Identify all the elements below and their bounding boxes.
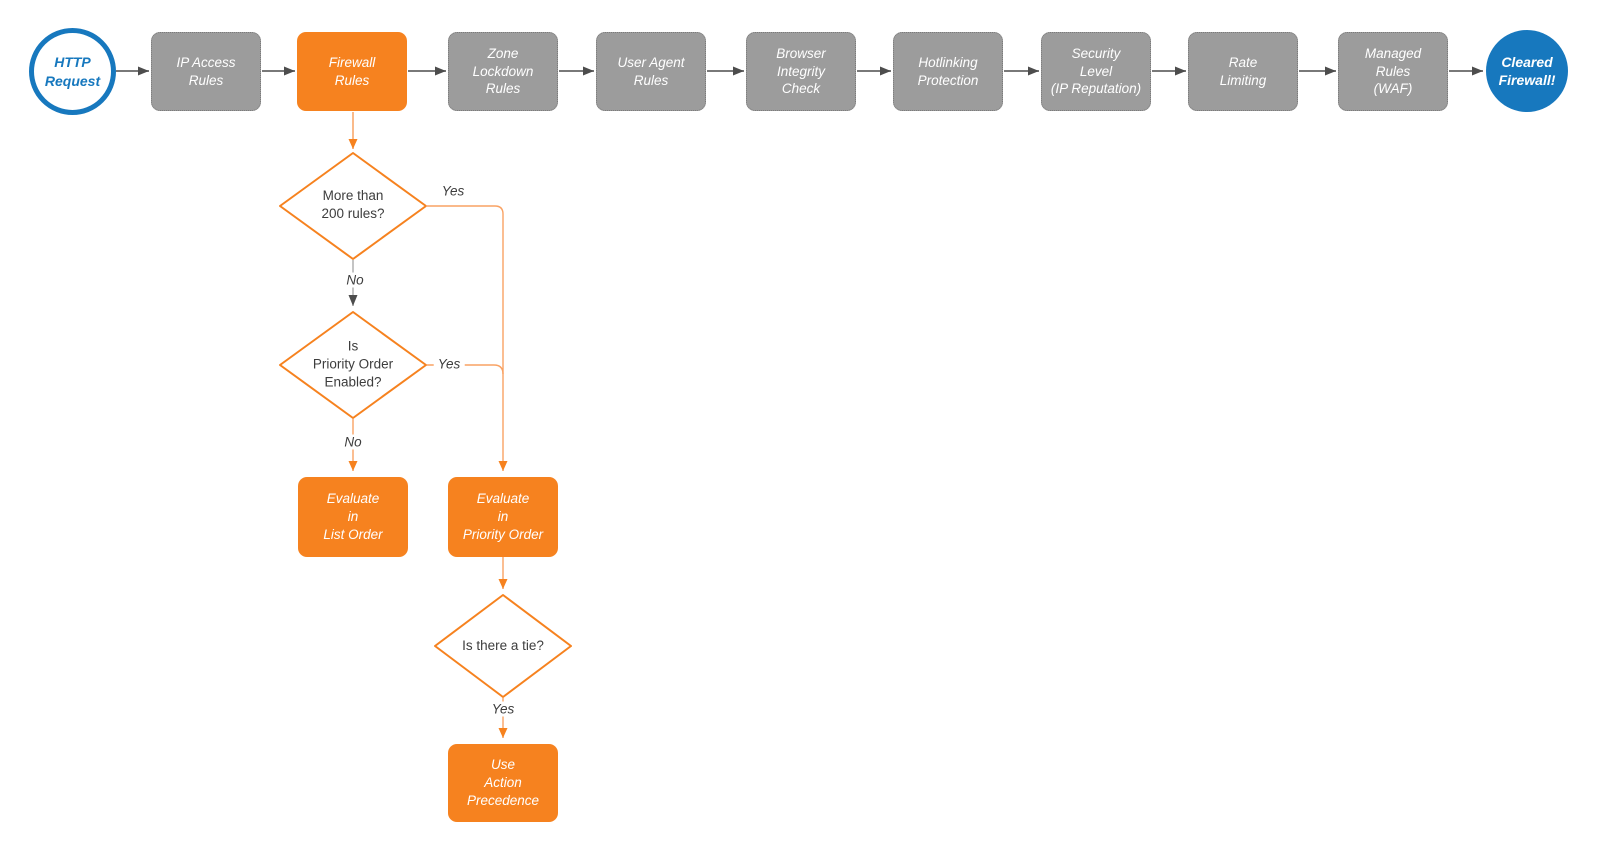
edge-label-decision3-yes: Yes: [487, 701, 519, 717]
step-firewall-rules: Firewall Rules: [297, 32, 407, 111]
decision-rules-count-label: More than 200 rules?: [321, 187, 385, 221]
decision-tie-label: Is there a tie?: [462, 637, 544, 653]
edge-decision2-yes: [427, 364, 504, 375]
step-security-level: Security Level (IP Reputation): [1041, 32, 1151, 111]
edge-label-decision1-yes: Yes: [441, 183, 465, 199]
decision-tie-diamond: [434, 594, 572, 698]
step-user-agent-rules: User Agent Rules: [596, 32, 706, 111]
step-zone-lockdown-rules: Zone Lockdown Rules: [448, 32, 558, 111]
decision-priority-enabled-label: Is Priority Order Enabled?: [312, 338, 394, 391]
step-hotlinking-protection: Hotlinking Protection: [893, 32, 1003, 111]
edge-decision1-yes: [426, 205, 508, 471]
edge-label-decision2-yes: Yes: [433, 356, 465, 372]
step-managed-rules-waf: Managed Rules (WAF): [1338, 32, 1448, 111]
end-node-cleared-firewall: Cleared Firewall!: [1486, 30, 1568, 112]
step-ip-access-rules: IP Access Rules: [151, 32, 261, 111]
step-rate-limiting: Rate Limiting: [1188, 32, 1298, 111]
action-use-action-precedence: Use Action Precedence: [448, 744, 558, 822]
edge-label-decision2-no: No: [340, 434, 366, 450]
action-evaluate-priority-order: Evaluate in Priority Order: [448, 477, 558, 557]
decision-priority-enabled-diamond: [279, 311, 427, 419]
start-node-http-request: HTTP Request: [29, 28, 116, 115]
action-evaluate-list-order: Evaluate in List Order: [298, 477, 408, 557]
edge-label-decision1-no: No: [342, 272, 368, 288]
step-browser-integrity-check: Browser Integrity Check: [746, 32, 856, 111]
